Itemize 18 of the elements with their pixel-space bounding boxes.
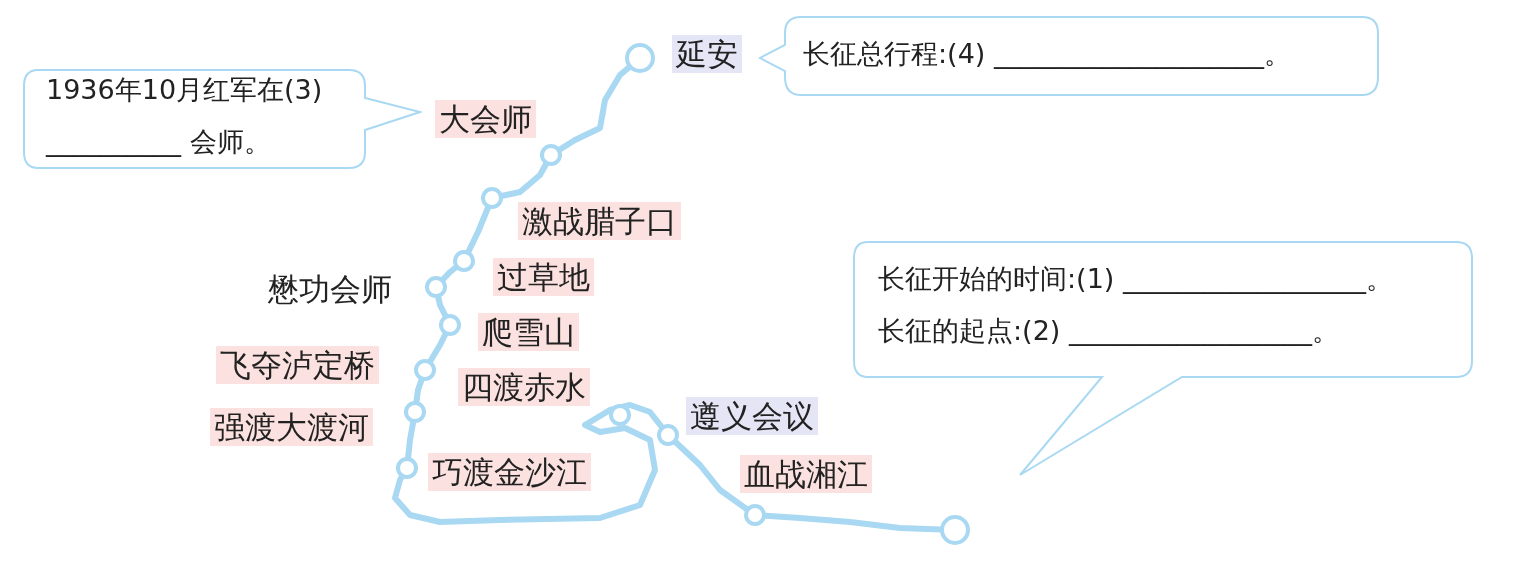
- callout-text: 长征总行程:(4) ____________________。: [803, 37, 1291, 71]
- station-label: 懋功会师: [264, 270, 396, 308]
- station-label: 过草地: [493, 258, 594, 296]
- station-label: 延安: [672, 35, 742, 73]
- station-label: 遵义会议: [686, 397, 818, 435]
- station-label: 血战湘江: [740, 455, 872, 493]
- station-label: 爬雪山: [478, 313, 579, 351]
- speech-bubble: [22, 68, 422, 172]
- station-label: 强渡大渡河: [210, 408, 373, 446]
- callout-text: 长征开始的时间:(1) __________________。: [878, 262, 1393, 296]
- speech-bubble: [758, 15, 1382, 99]
- station-label: 激战腊子口: [518, 202, 681, 240]
- station-label: 四渡赤水: [458, 368, 590, 406]
- station-label: 飞夺泸定桥: [216, 346, 379, 384]
- station-label: 巧渡金沙江: [428, 453, 591, 491]
- callout-text: 长征的起点:(2) __________________。: [878, 314, 1339, 348]
- callout-text: 1936年10月红军在(3) __________ 会师。: [46, 73, 324, 159]
- station-label: 大会师: [435, 100, 536, 138]
